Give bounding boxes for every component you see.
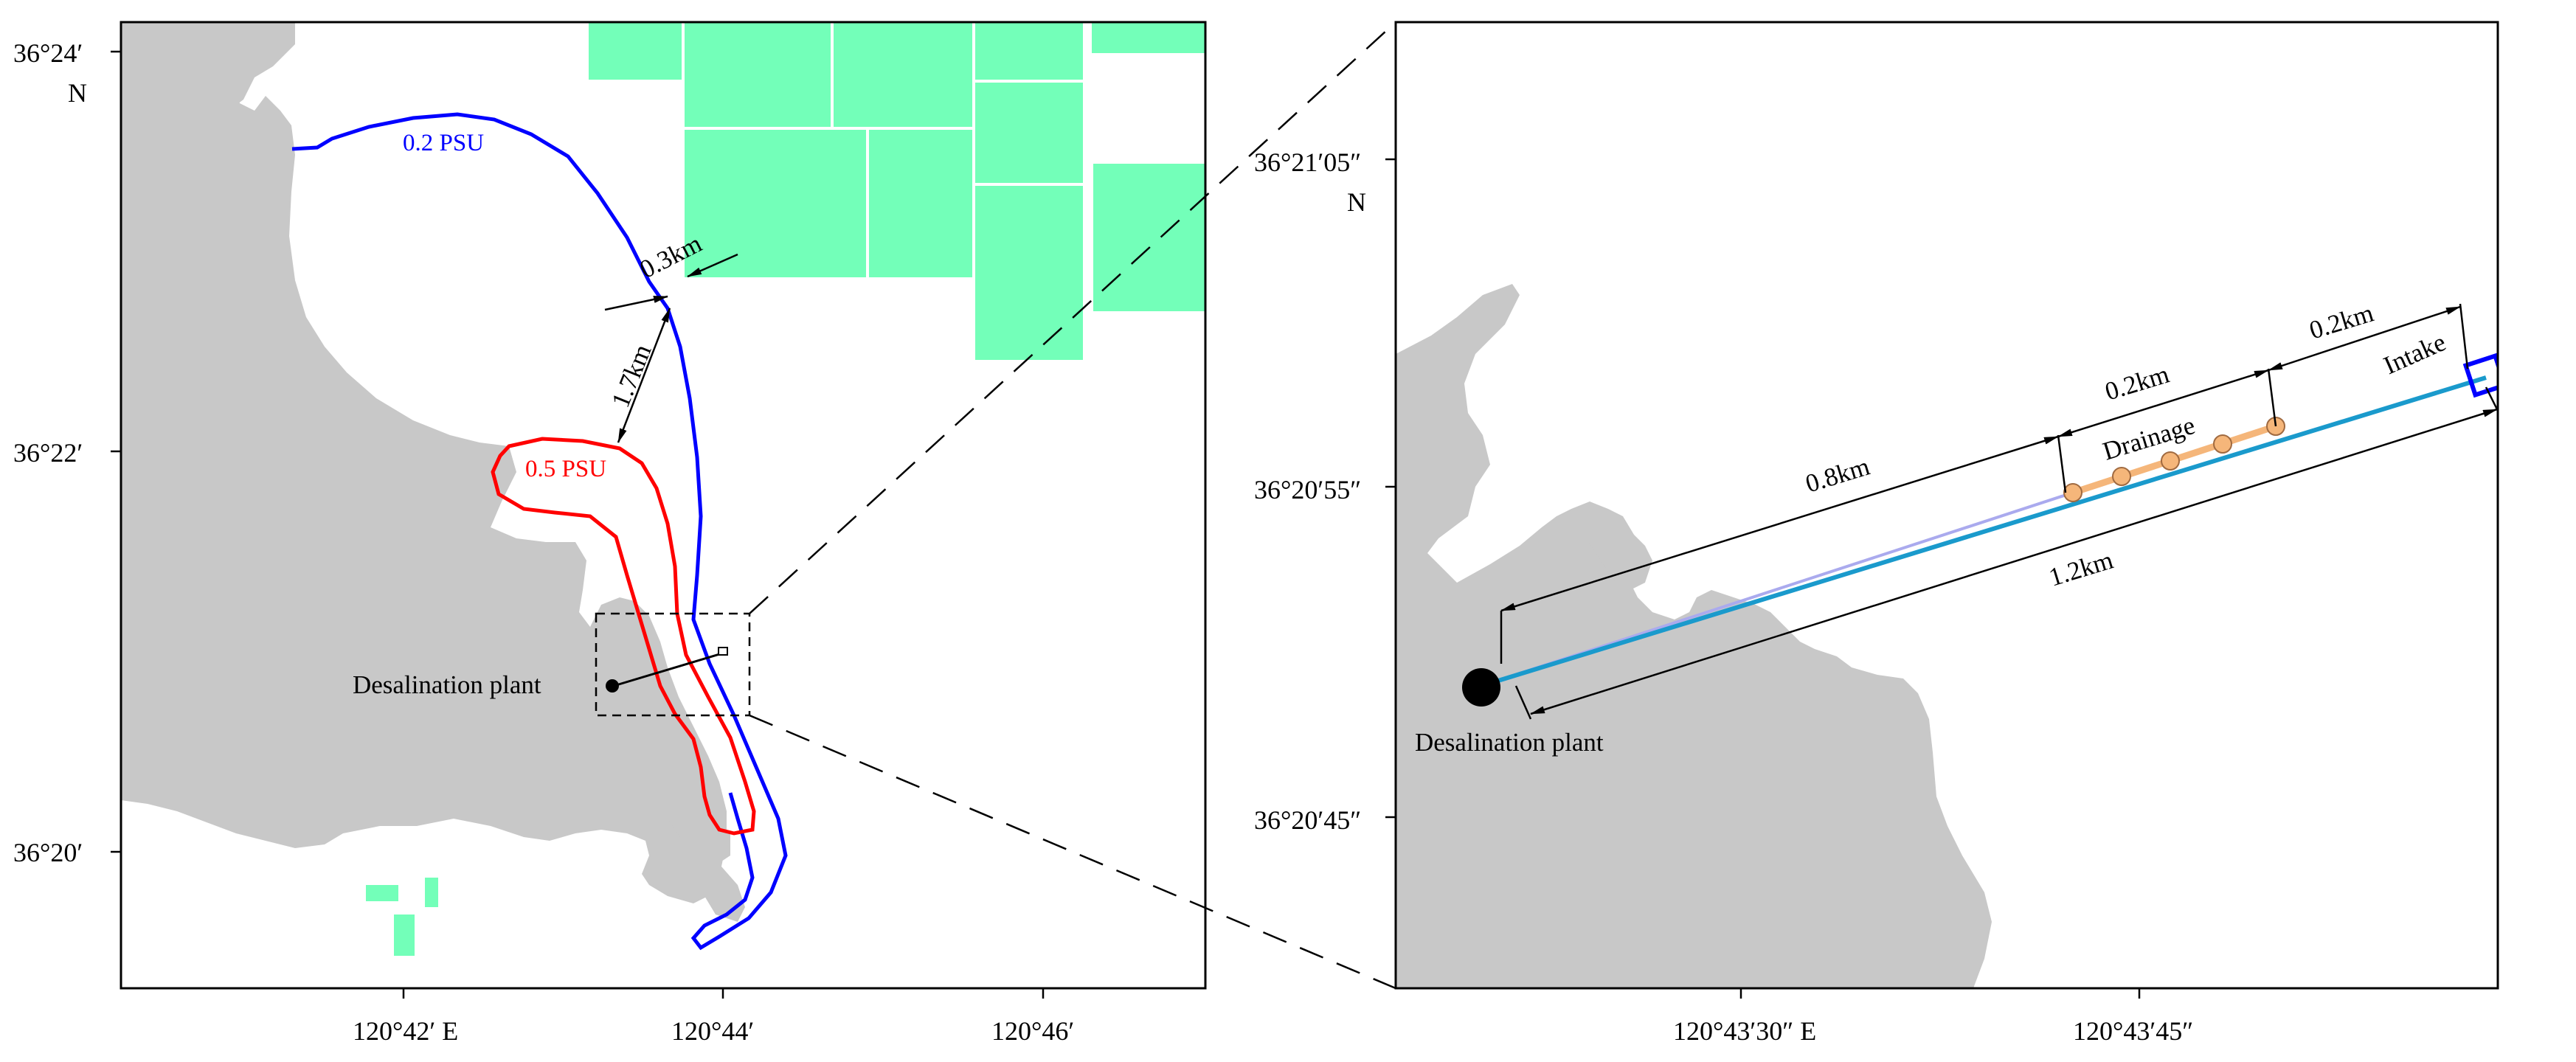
right-x-tick: 120°43′45″ (2073, 1016, 2193, 1046)
label-1-7km: 1.7km (606, 340, 657, 412)
aquaculture-block (685, 186, 866, 277)
left-plant-dot (606, 679, 619, 693)
left-y-tick: 36°20′ (13, 838, 83, 867)
left-land-north-tip (121, 22, 295, 133)
diffuser-port (2063, 483, 2082, 502)
right-y-tick: 36°21′05″ (1254, 148, 1361, 177)
label-intake: Intake (2379, 327, 2450, 380)
left-pipeline (613, 651, 725, 687)
label-0-2-psu: 0.2 PSU (403, 130, 484, 156)
right-dimension-lines (1500, 303, 2498, 720)
left-map-frame (120, 21, 1207, 990)
aquaculture-block (869, 130, 972, 277)
right-land (1396, 284, 1992, 988)
left-land-islet (704, 826, 730, 863)
left-land-mainland (121, 22, 727, 903)
left-map: 0.3km 1.7km 0.2 PSU 0.5 PSU Desalination… (13, 21, 1207, 1046)
aquaculture-block (685, 22, 831, 127)
zoom-connector-bottom (749, 714, 1396, 990)
right-plant-label: Desalination plant (1415, 728, 1604, 757)
label-1-2km: 1.2km (2046, 545, 2116, 591)
right-north-label: N (1347, 187, 1366, 217)
label-0-8km: 0.8km (1802, 451, 1873, 498)
aquaculture-block (975, 83, 1083, 183)
left-zoom-box (595, 612, 751, 717)
right-map-frame (1394, 21, 2499, 990)
label-diffuser-0-2km: 0.2km (2102, 359, 2172, 406)
left-plant-label: Desalination plant (353, 670, 541, 699)
left-y-axis: 36°24′ N 36°22′ 36°20′ (13, 38, 121, 867)
zoom-connector-top (749, 21, 1396, 614)
right-x-axis: 120°43′30″ E 120°43′45″ (1673, 988, 2193, 1046)
diffuser-port (2213, 434, 2232, 454)
right-y-tick: 36°20′55″ (1254, 475, 1361, 504)
left-y-tick: 36°22′ (13, 438, 83, 468)
right-x-tick: 120°43′30″ E (1673, 1016, 1816, 1046)
diffuser-port (2161, 451, 2180, 471)
isohaline-0-2-psu (291, 112, 788, 951)
aquaculture-block (834, 22, 972, 127)
right-map: 0.8km 0.2km 0.2km 1.2km Drainage Intake … (1254, 21, 2499, 1046)
left-distance-1-7: 1.7km (606, 308, 671, 443)
label-0-5-psu: 0.5 PSU (525, 456, 606, 482)
isohaline-0-5-psu (491, 437, 756, 836)
left-aquaculture (366, 22, 1205, 956)
aquaculture-block (1093, 164, 1205, 311)
diffuser-port (2112, 467, 2131, 486)
left-x-tick: 120°44′ (671, 1016, 754, 1046)
left-y-tick: 36°24′ (13, 38, 83, 68)
aquaculture-block (975, 22, 1083, 80)
left-x-tick: 120°46′ (991, 1016, 1074, 1046)
left-x-axis: 120°42′ E 120°44′ 120°46′ (353, 988, 1074, 1046)
aquaculture-block (366, 885, 398, 901)
aquaculture-block (394, 914, 415, 956)
right-y-axis: 36°21′05″ N 36°20′55″ 36°20′45″ (1254, 148, 1396, 835)
right-plant-dot (1462, 668, 1500, 707)
aquaculture-block (589, 22, 682, 80)
left-x-tick: 120°42′ E (353, 1016, 458, 1046)
aquaculture-block (425, 878, 438, 907)
intake-box (2462, 353, 2498, 398)
left-intake-marker (718, 647, 728, 656)
aquaculture-block (975, 186, 1083, 360)
aquaculture-block (1092, 22, 1205, 53)
left-north-label: N (68, 78, 87, 108)
right-y-tick: 36°20′45″ (1254, 805, 1361, 835)
